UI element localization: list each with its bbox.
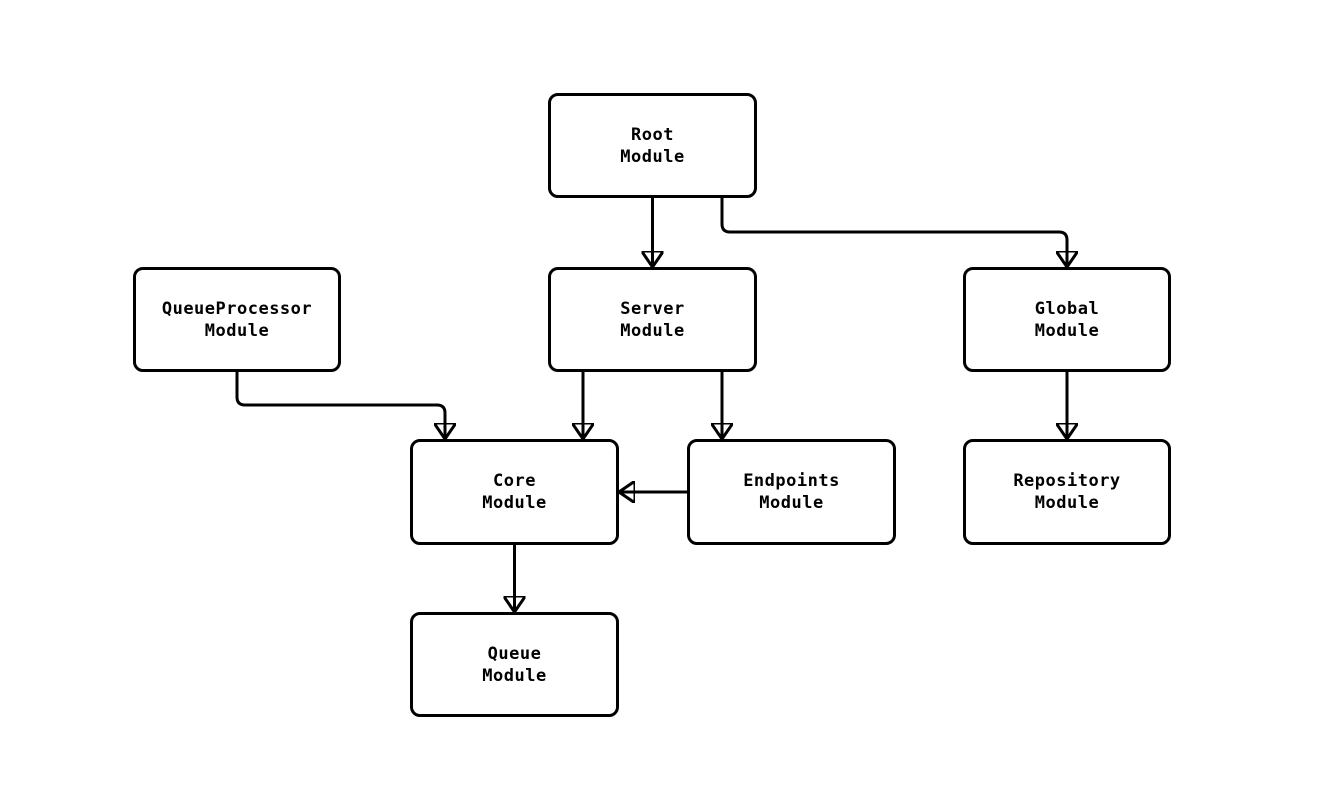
node-label-line: Module (482, 665, 547, 686)
node-queueprocessor-module: QueueProcessor Module (133, 267, 341, 372)
node-core-module: Core Module (410, 439, 619, 545)
node-repository-module: Repository Module (963, 439, 1171, 545)
edge-queueprocessor-to-core (235, 372, 445, 438)
node-server-module: Server Module (548, 267, 757, 372)
node-label-line: Server (620, 298, 685, 319)
node-label-line: Global (1034, 298, 1100, 319)
node-endpoints-module: Endpoints Module (687, 439, 896, 545)
node-label-line: Queue (487, 643, 542, 664)
node-label-line: Module (1034, 320, 1100, 341)
node-label-line: QueueProcessor (161, 298, 313, 319)
edge-root-to-global (720, 198, 1067, 266)
node-root-module: Root Module (548, 93, 757, 198)
node-label-line: Module (482, 493, 547, 513)
node-label-line: Module (759, 493, 824, 513)
node-label-line: Module (620, 146, 685, 167)
node-queue-module: Queue Module (410, 612, 619, 717)
node-label-line: Module (1034, 493, 1100, 513)
node-label-line: Endpoints (743, 471, 840, 491)
node-global-module: Global Module (963, 267, 1171, 372)
node-label-line: Repository (1013, 471, 1121, 491)
node-label-line: Core (493, 471, 536, 491)
node-label-line: Module (204, 320, 270, 341)
node-label-line: Root (631, 124, 674, 145)
node-label-line: Module (620, 320, 685, 341)
